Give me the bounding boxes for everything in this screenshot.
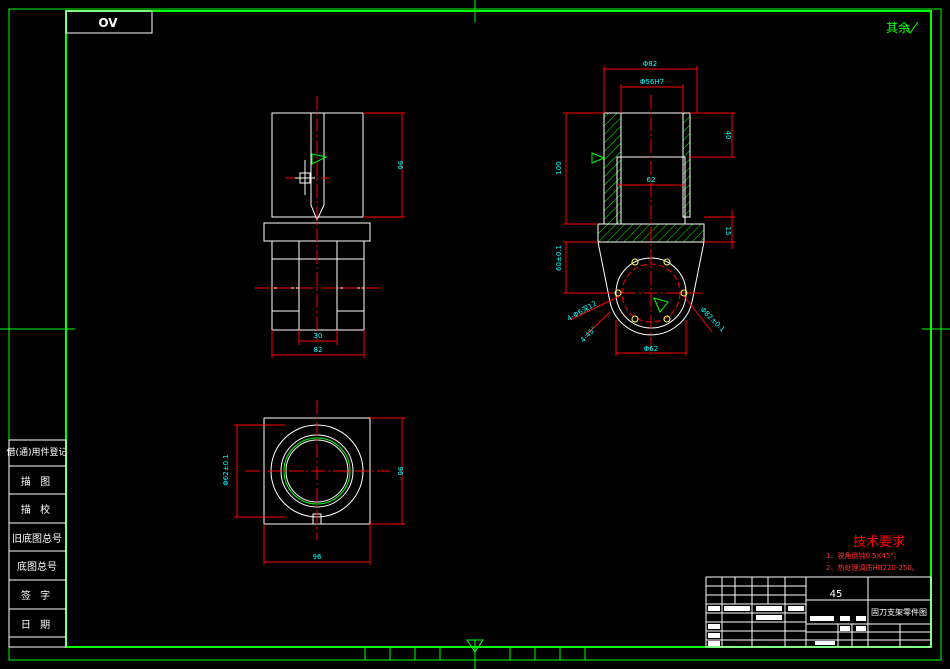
dim-slot-width: 30 [314, 332, 323, 340]
side-strip [8, 439, 67, 648]
plan-view-dimensions [234, 417, 405, 565]
tech-title: 技术要求 [853, 535, 905, 550]
side-label-date: 日 期 [20, 619, 54, 631]
dim-front-height: 100 [555, 161, 563, 174]
dim-front-lower: 60±0.1 [555, 245, 563, 271]
tag-box: OV [65, 10, 153, 34]
title-material: 45 [830, 589, 843, 600]
dim-front-right-top: 40 [724, 131, 732, 140]
dim-side-height: 96 [396, 161, 404, 170]
dim-side-width: 82 [314, 346, 323, 354]
side-label-borrowed: 借(通)用件登记 [6, 447, 68, 458]
corner-roughness-note: 其余 [886, 20, 919, 35]
side-view-dimensions [271, 112, 405, 358]
dim-front-top: Φ82 [643, 60, 657, 68]
side-label-old-base-no: 旧底图总号 [12, 533, 62, 545]
plan-view [245, 400, 390, 540]
dim-front-flange: 15 [724, 227, 732, 236]
dim-front-bore: Φ56H7 [640, 78, 664, 86]
front-section-view [591, 95, 705, 355]
title-block [705, 576, 932, 648]
side-label-trace-check: 描 校 [20, 504, 54, 516]
corner-note-text: 其余 [886, 20, 910, 35]
dim-plan-dia: Φ62±0.1 [222, 454, 230, 485]
tag-box-text: OV [98, 16, 118, 30]
tech-item-1: 1、锐角倒钝0.5X45°。 [826, 551, 901, 560]
side-view [255, 96, 380, 340]
tech-item-2: 2、热处理调质HB220-250。 [826, 563, 919, 572]
front-view-dimensions [563, 66, 735, 356]
dim-front-bottom: Φ62 [644, 345, 658, 353]
side-label-trace: 描 图 [20, 476, 54, 488]
dim-plan-width: 96 [313, 553, 322, 561]
dim-plan-height: 96 [396, 467, 404, 476]
title-block-marks [708, 606, 866, 646]
side-label-base-no: 底图总号 [17, 561, 57, 573]
side-label-signature: 签 字 [20, 590, 54, 602]
title-drawing-name: 固刀支架零件图 [871, 607, 927, 617]
dim-front-inner: 62 [647, 176, 656, 184]
